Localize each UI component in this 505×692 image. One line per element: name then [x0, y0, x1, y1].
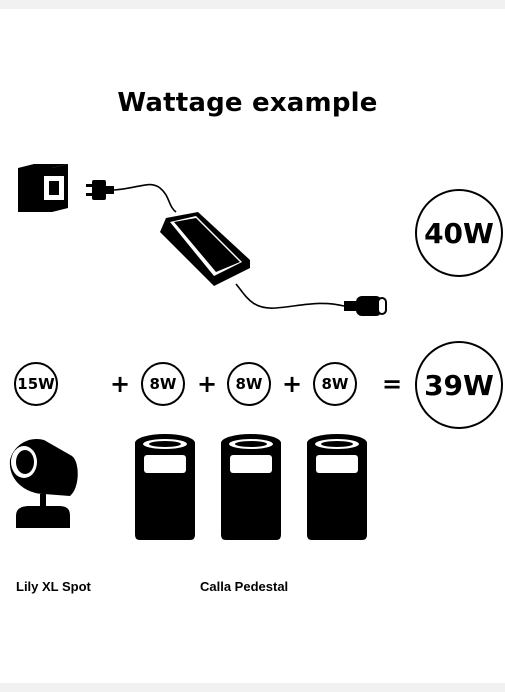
- pedestal-caption: Calla Pedestal: [200, 579, 289, 594]
- pedestal-light-icon: [307, 434, 367, 540]
- plus-operator: +: [109, 370, 131, 398]
- spot-caption: Lily XL Spot: [16, 579, 91, 594]
- pedestal-wattage-badge: 8W: [227, 362, 271, 406]
- total-wattage-badge: 39W: [415, 341, 503, 429]
- power-adapter-icon: [160, 212, 250, 286]
- pedestal-wattage-badge: 8W: [141, 362, 185, 406]
- pedestal-light-icon: [221, 434, 281, 540]
- pedestal-wattage-badge: 8W: [313, 362, 357, 406]
- equals-operator: =: [381, 370, 403, 398]
- spot-light-icon: [9, 438, 78, 528]
- bottom-strip: [0, 683, 505, 692]
- adapter-wattage-badge: 40W: [415, 189, 503, 277]
- wall-socket-icon: [18, 164, 68, 212]
- connector-icon: [344, 296, 387, 316]
- spot-wattage-badge: 15W: [14, 362, 58, 406]
- top-strip: [0, 0, 505, 9]
- page-title: Wattage example: [117, 88, 378, 118]
- plus-operator: +: [196, 370, 218, 398]
- plus-operator: +: [281, 370, 303, 398]
- plug-icon: [86, 180, 114, 200]
- pedestal-light-icon: [135, 434, 195, 540]
